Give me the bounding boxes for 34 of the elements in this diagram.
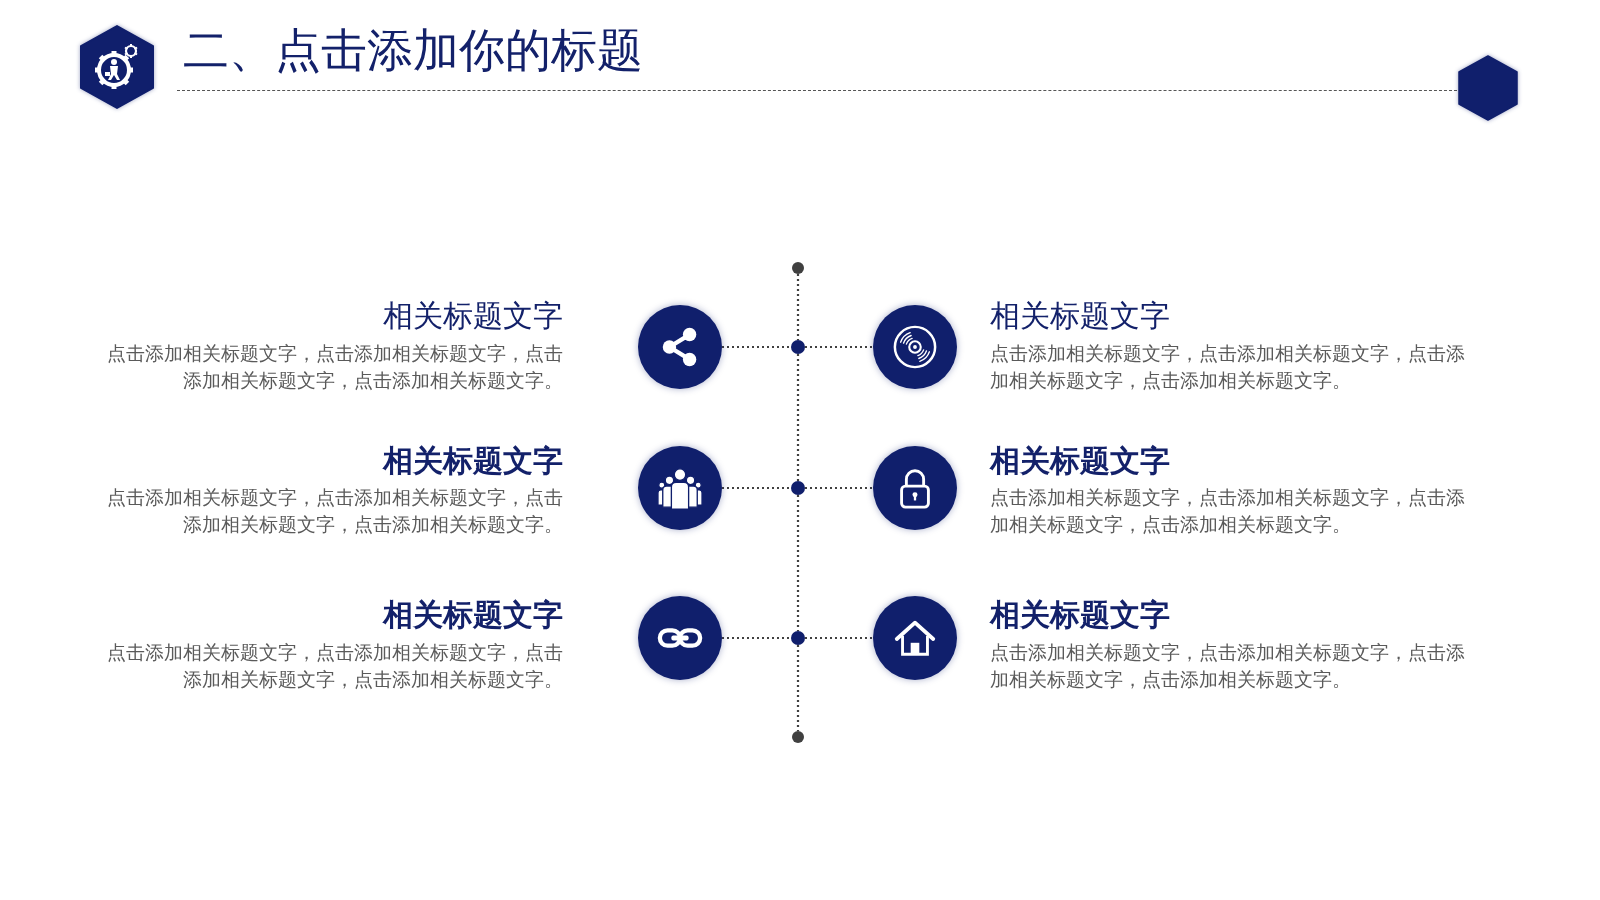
item-description: 点击添加相关标题文字，点击添加相关标题文字，点击添加相关标题文字，点击添加相关标题文字。 <box>990 641 1466 692</box>
item-description: 点击添加相关标题文字，点击添加相关标题文字，点击添加相关标题文字，点击添加相关标题文字。 <box>106 486 563 537</box>
junction-dot <box>791 481 805 495</box>
dotted-connector <box>805 345 873 349</box>
item-description: 点击添加相关标题文字，点击添加相关标题文字，点击添加相关标题文字，点击添加相关标题文字。 <box>990 486 1466 537</box>
junction-dot <box>791 340 805 354</box>
end-dot <box>792 262 804 274</box>
dotted-connector <box>796 495 800 631</box>
item-heading: 相关标题文字 <box>990 442 1170 480</box>
dotted-connector <box>796 354 800 481</box>
icon-circle <box>638 596 722 680</box>
icon-circle <box>638 446 722 530</box>
dotted-connector <box>796 645 800 731</box>
dotted-connector <box>805 486 873 490</box>
icon-circle <box>873 446 957 530</box>
item-heading: 相关标题文字 <box>383 297 563 335</box>
dotted-connector <box>722 345 791 349</box>
dotted-connector <box>805 636 873 640</box>
icon-circle <box>873 305 957 389</box>
dotted-connector <box>796 274 800 340</box>
dotted-connector <box>722 636 791 640</box>
item-heading: 相关标题文字 <box>990 596 1170 634</box>
slide-title: 二、点击添加你的标题 <box>183 22 643 78</box>
icon-circle <box>638 305 722 389</box>
item-heading: 相关标题文字 <box>990 297 1170 335</box>
dotted-connector <box>722 486 791 490</box>
item-heading: 相关标题文字 <box>383 596 563 634</box>
end-dot <box>792 731 804 743</box>
item-description: 点击添加相关标题文字，点击添加相关标题文字，点击添加相关标题文字，点击添加相关标题文字。 <box>106 342 563 393</box>
item-description: 点击添加相关标题文字，点击添加相关标题文字，点击添加相关标题文字，点击添加相关标题文字。 <box>990 342 1466 393</box>
item-description: 点击添加相关标题文字，点击添加相关标题文字，点击添加相关标题文字，点击添加相关标题文字。 <box>106 641 563 692</box>
item-heading: 相关标题文字 <box>383 442 563 480</box>
icon-circle <box>873 596 957 680</box>
junction-dot <box>791 631 805 645</box>
